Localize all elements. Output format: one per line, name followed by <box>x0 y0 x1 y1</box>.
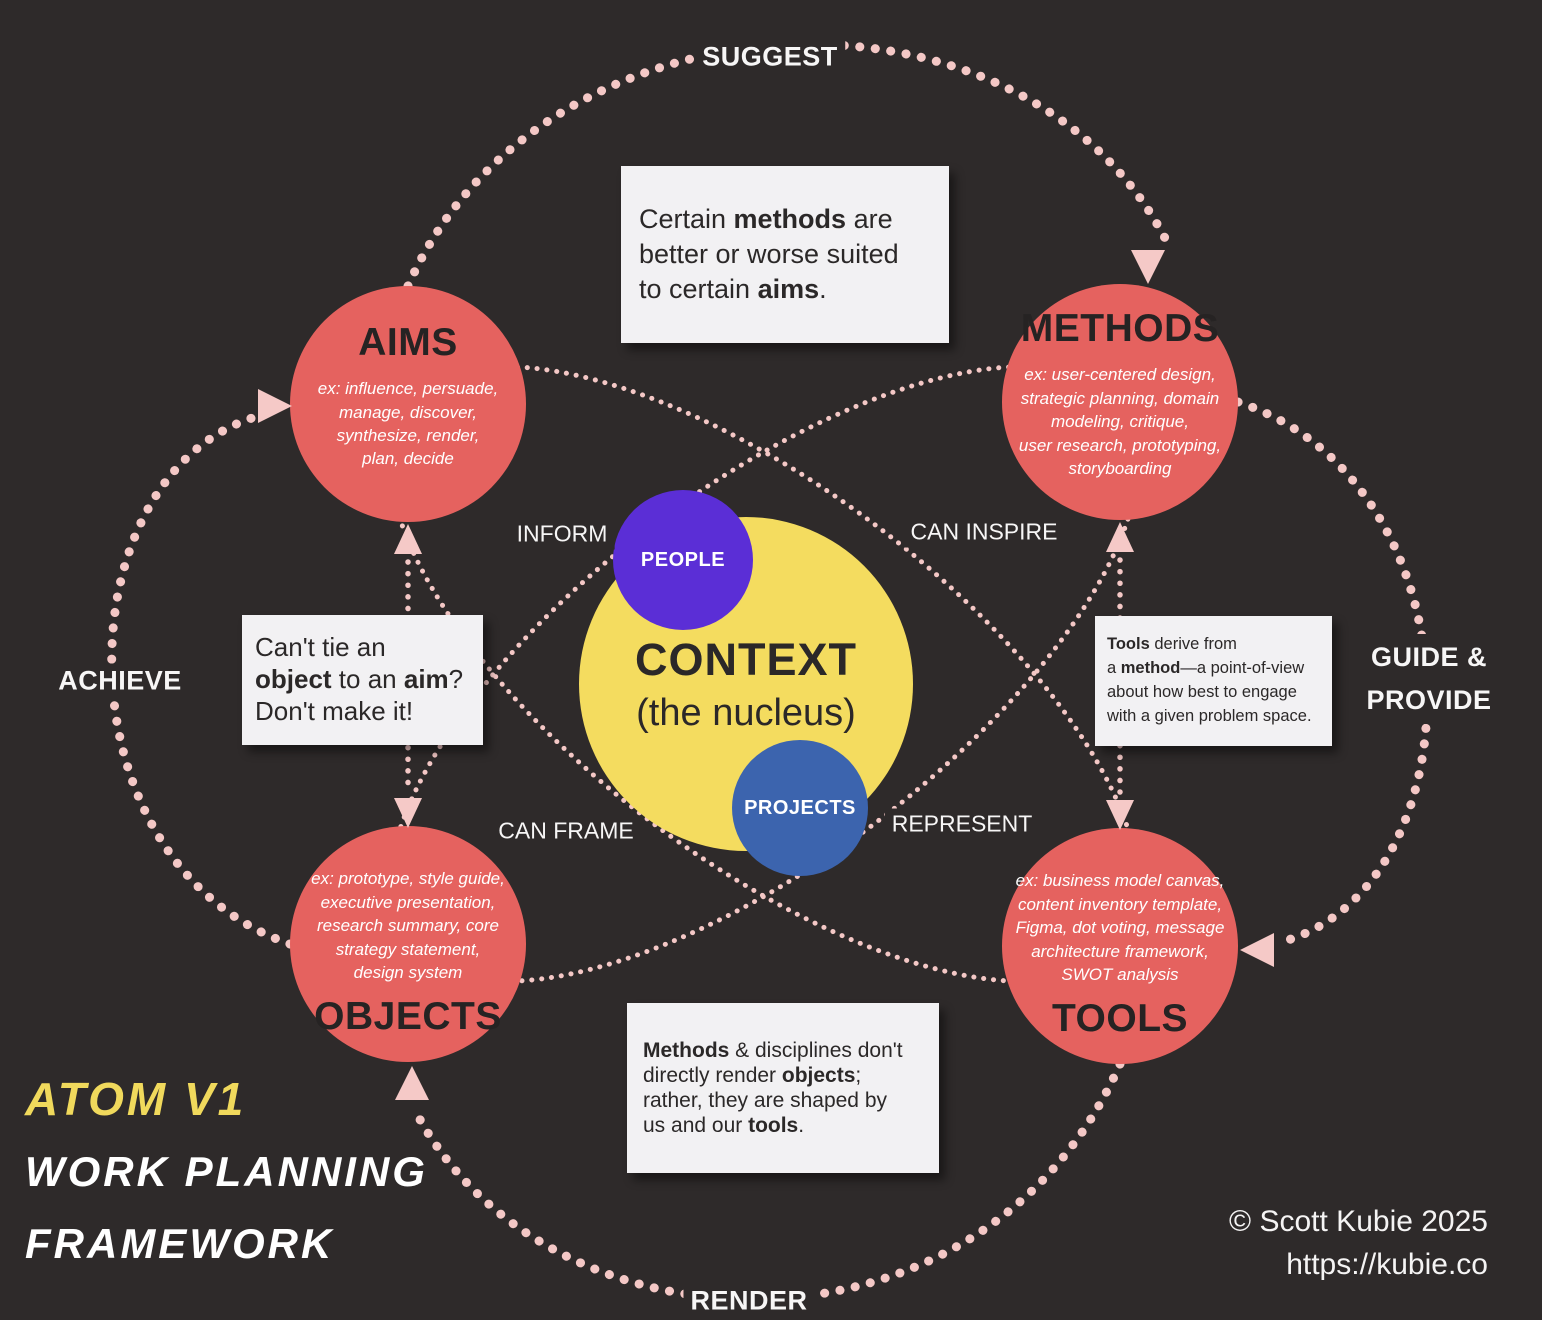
orbit-label-can-frame: CAN FRAME <box>491 815 641 847</box>
ring-label-guide-line2: PROVIDE <box>1366 685 1492 715</box>
ring-label-achieve: ACHIEVE <box>51 663 189 699</box>
orbit-label-inform: INFORM <box>509 518 615 550</box>
copyright-text: © Scott Kubie 2025 <box>1229 1205 1488 1238</box>
note-object-aim-text: Can't tie an object to an aim? Don't mak… <box>255 632 464 726</box>
people-label: PEOPLE <box>640 548 726 571</box>
brand-title: ATOM V1 <box>25 1073 247 1125</box>
ring-label-suggest: SUGGEST <box>695 39 845 75</box>
people-satellite: PEOPLE <box>613 490 753 630</box>
projects-satellite: PROJECTS <box>732 740 868 876</box>
tools-examples: ex: business model canvas, content inven… <box>1015 871 1225 985</box>
brand-subtitle-line2: FRAMEWORK <box>25 1220 335 1267</box>
context-heading: CONTEXT <box>634 633 857 685</box>
brand-subtitle-line1: WORK PLANNING <box>25 1148 428 1195</box>
ring-label-render: RENDER <box>683 1283 815 1319</box>
credit-block: © Scott Kubie 2025 https://kubie.co <box>1229 1200 1488 1286</box>
context-subheading: (the nucleus) <box>636 691 856 734</box>
tools-node: ex: business model canvas, content inven… <box>1002 828 1238 1064</box>
note-methods-aims-text: Certain methods are better or worse suit… <box>639 203 899 305</box>
aims-label: AIMS <box>358 321 458 365</box>
tools-label: TOOLS <box>1051 996 1189 1040</box>
orbit-label-represent: REPRESENT <box>884 808 1040 840</box>
note-tools-method: Tools derive from a method—a point-of-vi… <box>1095 616 1332 746</box>
objects-examples: ex: prototype, style guide, executive pr… <box>311 869 505 983</box>
methods-label: METHODS <box>1020 307 1220 351</box>
render-arc <box>413 1059 1125 1304</box>
note-tools-method-text: Tools derive from a method—a point-of-vi… <box>1107 635 1312 725</box>
note-methods-objects-text: Methods & disciplines don't directly ren… <box>643 1039 903 1137</box>
objects-node: ex: prototype, style guide, executive pr… <box>290 826 526 1062</box>
aims-examples: ex: influence, persuade, manage, discove… <box>317 379 499 469</box>
credit-url: https://kubie.co <box>1286 1248 1488 1281</box>
objects-label: OBJECTS <box>314 994 502 1038</box>
orbit-label-can-inspire: CAN INSPIRE <box>903 516 1065 548</box>
aims-node: AIMS ex: influence, persuade, manage, di… <box>290 286 526 522</box>
note-methods-objects: Methods & disciplines don't directly ren… <box>627 1003 939 1173</box>
methods-examples: ex: user-centered design, strategic plan… <box>1018 365 1222 479</box>
ring-label-guide-provide: GUIDE & PROVIDE <box>1359 634 1499 724</box>
methods-node: METHODS ex: user-centered design, strate… <box>1002 284 1238 520</box>
note-object-aim: Can't tie an object to an aim? Don't mak… <box>242 615 483 745</box>
ring-label-guide-line1: GUIDE & <box>1370 642 1487 672</box>
projects-label: PROJECTS <box>744 796 856 819</box>
note-methods-aims: Certain methods are better or worse suit… <box>621 166 949 343</box>
